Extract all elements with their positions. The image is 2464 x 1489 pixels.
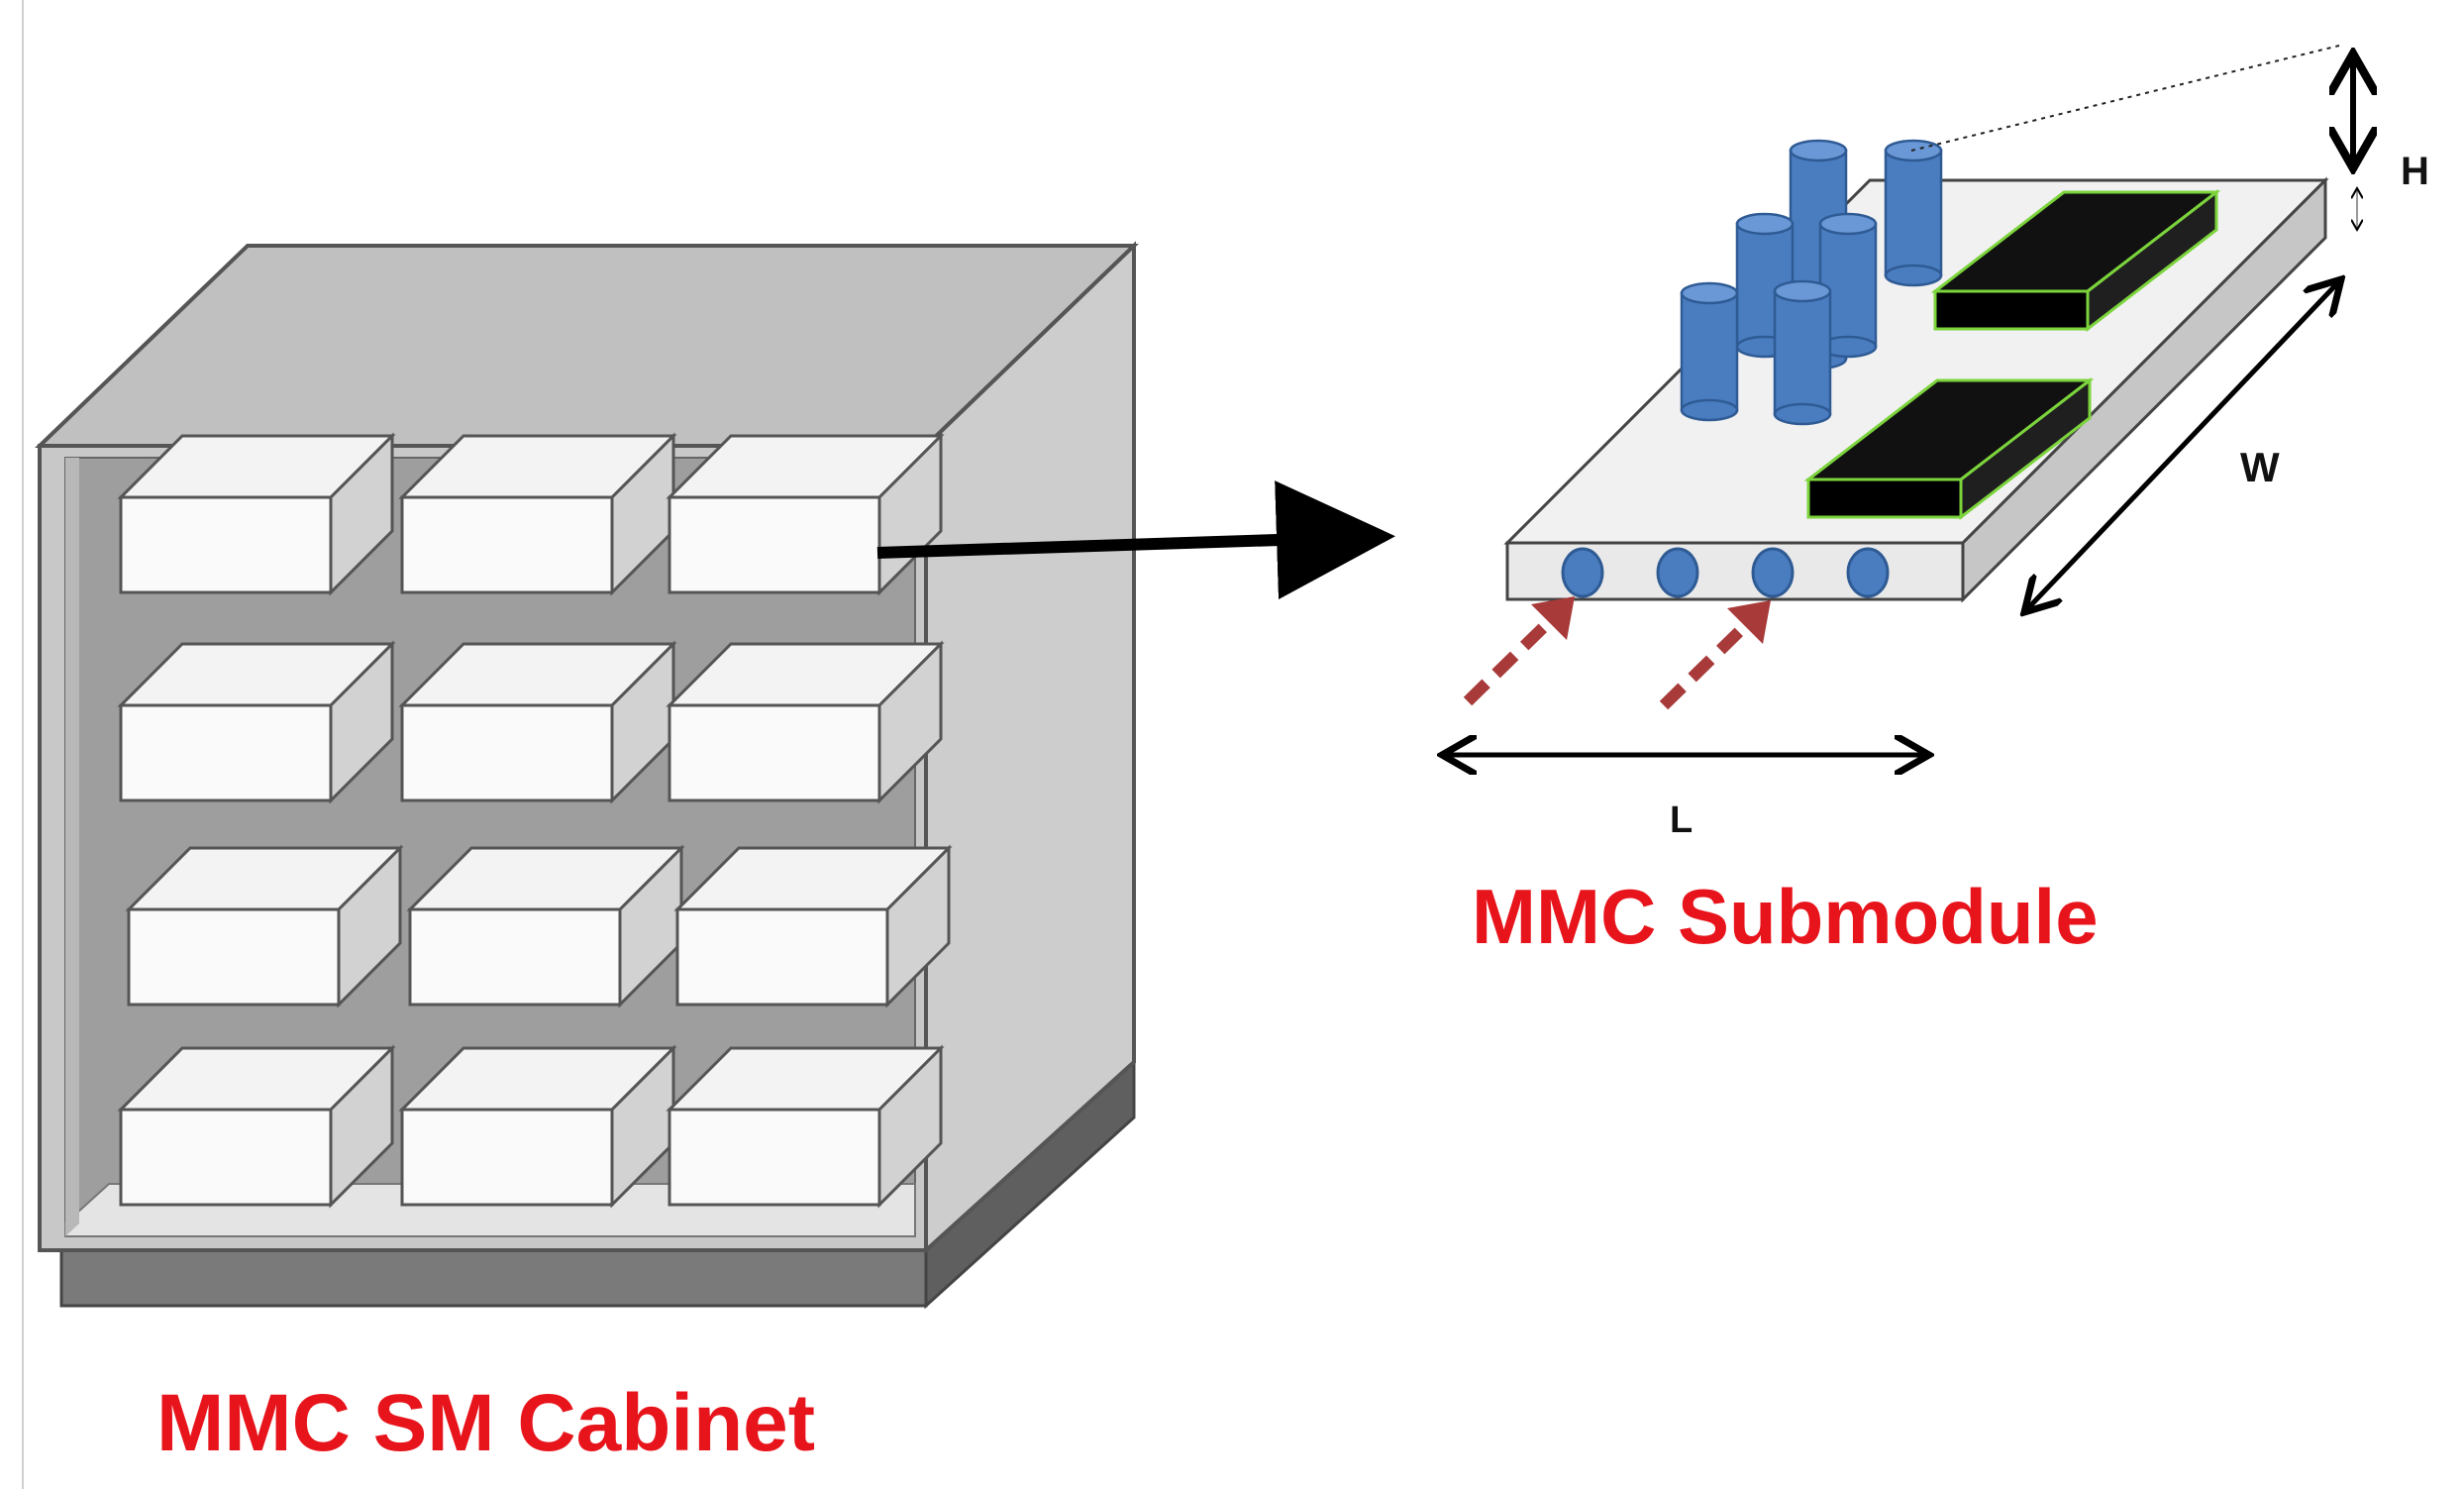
capacitor-body (1884, 149, 1943, 277)
airflow-arrow-shaft (1463, 609, 1562, 706)
cabinet-caption: MMC SM Cabinet (156, 1378, 816, 1468)
cabinet-modules (117, 432, 953, 1209)
zoom-arrow (876, 480, 1395, 600)
width-label: W (2240, 444, 2280, 490)
capacitor-bottom (1773, 402, 1832, 426)
module-front (400, 703, 614, 802)
module-front (675, 907, 889, 1007)
cabinet-module (117, 1044, 396, 1209)
cooling-hole (1751, 547, 1795, 598)
cabinet-module (666, 640, 945, 804)
module-front (400, 1108, 614, 1207)
airflow-arrow-head (1727, 600, 1771, 644)
airflow-arrow-shaft (1659, 613, 1758, 710)
capacitor-bottom (1884, 264, 1943, 287)
left-border-line (22, 0, 24, 1489)
capacitor-top (1789, 139, 1848, 162)
cooling-hole (1656, 547, 1699, 598)
module-front (408, 907, 622, 1007)
module-front (119, 703, 333, 802)
module-front (400, 495, 614, 594)
width-dimension-arrow (2024, 279, 2341, 612)
chip-front (1806, 478, 1963, 519)
cabinet-module (673, 844, 953, 1009)
cabinet-module (666, 1044, 945, 1209)
cabinet (35, 241, 1139, 1310)
module-front (127, 907, 341, 1007)
cabinet-module (117, 432, 396, 596)
capacitor-top (1735, 212, 1795, 236)
airflow-arrow-head (1531, 596, 1575, 640)
airflow-arrows (1463, 596, 1771, 710)
height-guide-line (1910, 45, 2340, 152)
capacitor (1680, 281, 1739, 422)
submodule-caption: MMC Submodule (1472, 873, 2099, 960)
airflow-arrow (1659, 600, 1771, 710)
cabinet-inner-wall (65, 458, 79, 1236)
module-front (667, 495, 881, 594)
module-front (667, 1108, 881, 1207)
cabinet-base-front (59, 1248, 928, 1308)
module-front (667, 703, 881, 802)
cabinet-module (398, 432, 677, 596)
capacitor-top (1680, 281, 1739, 305)
cabinet-module (398, 640, 677, 804)
capacitor-bottom (1680, 398, 1739, 422)
cabinet-module (666, 432, 945, 596)
module-front (119, 495, 333, 594)
capacitor-top (1818, 212, 1878, 236)
capacitors (1680, 139, 1943, 426)
cooling-hole (1846, 547, 1890, 598)
capacitor-top (1773, 279, 1832, 303)
cooling-holes (1561, 547, 1890, 598)
chip-front (1933, 289, 2090, 331)
capacitor (1884, 139, 1943, 287)
cabinet-module (117, 640, 396, 804)
cabinet-module (125, 844, 404, 1009)
cooling-hole (1561, 547, 1604, 598)
module-front (119, 1108, 333, 1207)
cabinet-module (398, 1044, 677, 1209)
capacitor-body (1680, 291, 1739, 412)
airflow-arrow (1463, 596, 1575, 706)
capacitor (1773, 279, 1832, 426)
length-label: L (1670, 799, 1693, 841)
cabinet-module (406, 844, 685, 1009)
submodule: H W L (1442, 45, 2429, 841)
height-label: H (2401, 150, 2429, 193)
capacitor-body (1773, 289, 1832, 416)
